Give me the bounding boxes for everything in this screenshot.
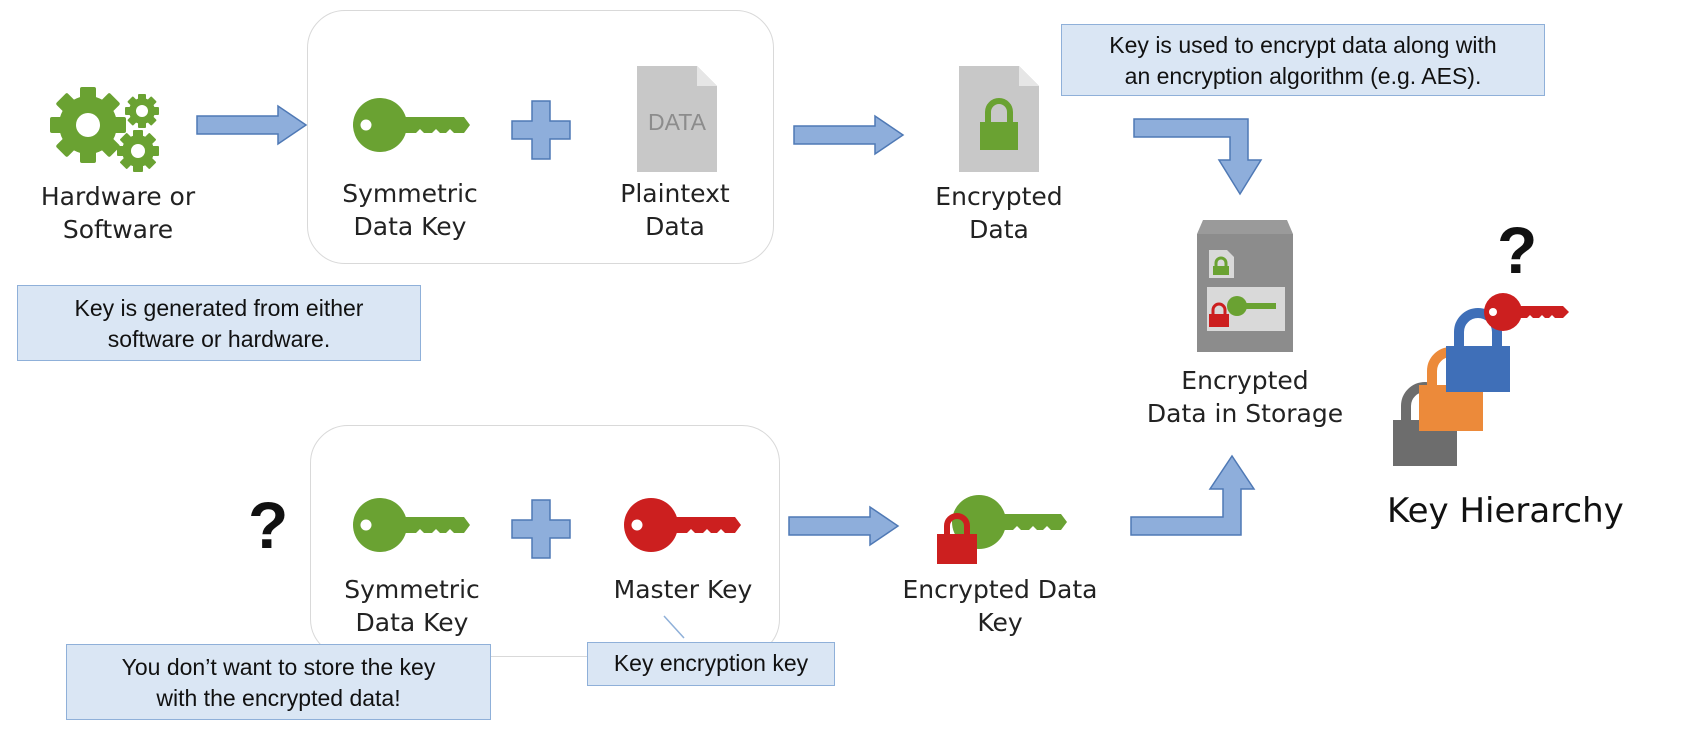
arrow-plaintext-to-encrypted bbox=[793, 114, 905, 156]
arrow-up-to-storage bbox=[1130, 454, 1256, 536]
storage-icon bbox=[1197, 220, 1293, 352]
arrow-masterkey-to-encrypted-key bbox=[788, 505, 900, 547]
store-note: You don’t want to store the key with the… bbox=[66, 644, 491, 720]
hardware-software-label: Hardware or Software bbox=[40, 182, 196, 244]
plus-icon-top bbox=[511, 100, 571, 160]
key-hierarchy-title: Key Hierarchy bbox=[1387, 491, 1624, 531]
symmetric-key-top-label: Symmetric Data Key bbox=[342, 179, 478, 241]
storage-label: Encrypted Data in Storage bbox=[1146, 366, 1344, 428]
question-mark-left: ? bbox=[248, 488, 289, 562]
plus-icon-bottom bbox=[511, 499, 571, 559]
encrypted-data-key-icon bbox=[937, 495, 1067, 564]
question-mark-hierarchy: ? bbox=[1497, 213, 1538, 287]
encrypted-data-key-label: Encrypted Data Key bbox=[902, 575, 1098, 637]
arrow-down-to-storage bbox=[1133, 118, 1263, 196]
kek-connector-line bbox=[663, 615, 685, 639]
encrypt-note: Key is used to encrypt data along with a… bbox=[1061, 24, 1545, 96]
encrypted-document-icon bbox=[959, 66, 1039, 172]
encrypted-data-label: Encrypted Data bbox=[935, 182, 1063, 244]
kek-note: Key encryption key bbox=[587, 642, 835, 686]
symmetric-key-top-icon bbox=[353, 98, 470, 152]
generated-note: Key is generated from either software or… bbox=[17, 285, 421, 361]
key-hierarchy-icon bbox=[1393, 293, 1569, 466]
data-document-icon: DATA bbox=[637, 66, 717, 172]
plaintext-label: Plaintext Data bbox=[620, 179, 730, 241]
master-key-label: Master Key bbox=[613, 575, 753, 604]
arrow-gears-to-key bbox=[196, 104, 308, 146]
data-document-text: DATA bbox=[648, 109, 707, 135]
symmetric-key-bottom-icon bbox=[353, 498, 470, 552]
master-key-icon bbox=[624, 498, 741, 552]
symmetric-key-bottom-label: Symmetric Data Key bbox=[344, 575, 480, 637]
gears-icon bbox=[50, 87, 159, 172]
